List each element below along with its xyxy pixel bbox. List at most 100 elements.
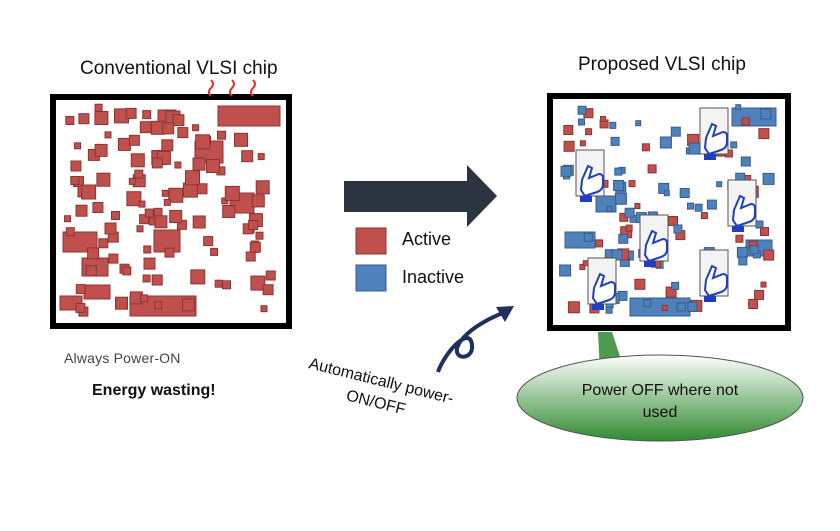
chip-block-inactive xyxy=(687,301,698,312)
chip-block-active xyxy=(647,164,657,174)
hand-cuff xyxy=(704,296,716,302)
legend-inactive-swatch xyxy=(355,264,387,292)
chip-block-inactive xyxy=(716,181,723,188)
chip-block-active xyxy=(75,204,88,217)
chip-block-inactive xyxy=(578,118,585,126)
chip-block-active xyxy=(172,114,185,127)
chip-block-active xyxy=(251,194,265,208)
chip-block-active xyxy=(214,279,223,288)
chip-block-active xyxy=(579,140,586,147)
chip-block-active xyxy=(92,202,104,213)
chip-block-active xyxy=(222,205,236,218)
chip-block-active xyxy=(625,224,633,232)
chip-block-active xyxy=(185,170,200,186)
chip-block-active xyxy=(65,116,75,125)
chip-block-active xyxy=(136,225,144,233)
chip-block-inactive xyxy=(609,121,617,129)
chip-block-active xyxy=(262,284,274,296)
chip-block-active xyxy=(154,301,163,310)
chip-block-active xyxy=(162,122,175,135)
chip-block-inactive xyxy=(671,281,680,290)
chip-block-active xyxy=(111,211,120,220)
chip-block-active xyxy=(161,189,169,197)
legend-inactive-label: Inactive xyxy=(402,267,465,287)
chip-block-active xyxy=(168,187,184,203)
chip-block-active xyxy=(151,274,163,286)
chip-block-inactive xyxy=(673,224,683,234)
chip-block-inactive xyxy=(559,264,572,277)
chip-block-active xyxy=(75,284,86,295)
chip-block-active xyxy=(151,157,163,169)
chip-block-active xyxy=(760,281,767,288)
chip-block-active xyxy=(83,284,111,300)
chip-block-active xyxy=(126,191,142,207)
chip-block-active xyxy=(255,180,270,195)
chip-block-active xyxy=(65,227,75,237)
chip-block-active xyxy=(70,176,80,185)
chip-block-inactive xyxy=(749,245,759,255)
chip-block-active xyxy=(134,169,144,179)
hand-cuff xyxy=(644,261,656,267)
chip-block-inactive xyxy=(762,172,775,185)
chip-block-active xyxy=(748,299,759,309)
chip-block-active xyxy=(139,214,150,225)
chip-block-active xyxy=(245,251,256,262)
chip-block-active xyxy=(582,260,589,267)
power-switch xyxy=(575,149,605,202)
curly-arrow-head xyxy=(496,306,514,322)
chip-block-active xyxy=(563,125,574,135)
chip-block-inactive xyxy=(735,104,742,111)
chip-block-active xyxy=(206,159,220,173)
conventional-chip-title: Conventional VLSI chip xyxy=(80,58,278,79)
chip-block-active xyxy=(164,247,175,258)
chip-block-inactive xyxy=(577,105,587,115)
chip-block-inactive xyxy=(560,165,572,177)
chip-block-active xyxy=(122,266,132,276)
chip-block-active xyxy=(138,200,146,208)
chip-block-active xyxy=(181,298,195,312)
chip-block-active xyxy=(668,216,678,226)
power-switch xyxy=(727,179,757,232)
callout-text: Power OFF where not used xyxy=(581,382,739,421)
chip-block-active xyxy=(104,222,117,235)
chip-block-active xyxy=(210,247,219,256)
chip-block-active xyxy=(104,131,112,139)
chip-block-active xyxy=(217,130,226,140)
chip-block-active xyxy=(224,185,240,201)
chip-block-active xyxy=(125,107,137,119)
chip-block-active xyxy=(177,127,189,139)
chip-block-active xyxy=(579,264,586,270)
chip-block-active xyxy=(600,116,606,122)
chip-block-inactive xyxy=(694,203,703,212)
chip-block-inactive xyxy=(760,108,772,120)
chip-block-active xyxy=(161,139,174,152)
hand-cuff xyxy=(580,196,592,202)
chip-block-active xyxy=(634,278,646,290)
hand-pointer-icon xyxy=(703,264,728,298)
heat-marks xyxy=(208,79,256,97)
chip-block-active xyxy=(735,234,744,243)
chip-block-active xyxy=(628,180,636,188)
chip-block-active xyxy=(142,110,152,120)
chip-block-active xyxy=(87,247,100,260)
chip-block-active xyxy=(143,245,152,254)
chip-block-inactive xyxy=(730,141,738,149)
power-switch xyxy=(699,107,729,160)
chip-block-active xyxy=(85,265,97,277)
chip-block-active xyxy=(222,280,231,290)
chip-block-active xyxy=(115,296,128,310)
chip-block-active xyxy=(153,207,163,217)
chip-block-active xyxy=(163,198,171,206)
chip-block-inactive xyxy=(659,136,672,149)
chip-block-inactive xyxy=(614,192,627,205)
chip-block-active xyxy=(234,132,248,147)
chip-block-active xyxy=(174,161,182,169)
chip-block-active xyxy=(700,212,708,220)
power-switches xyxy=(575,107,757,310)
chip-block-active xyxy=(634,203,641,209)
hand-pointer-icon xyxy=(703,122,728,156)
chip-block-active xyxy=(130,153,145,168)
chip-block-active xyxy=(94,143,108,157)
chip-block-active xyxy=(241,150,254,163)
chip-block-active xyxy=(641,143,650,152)
